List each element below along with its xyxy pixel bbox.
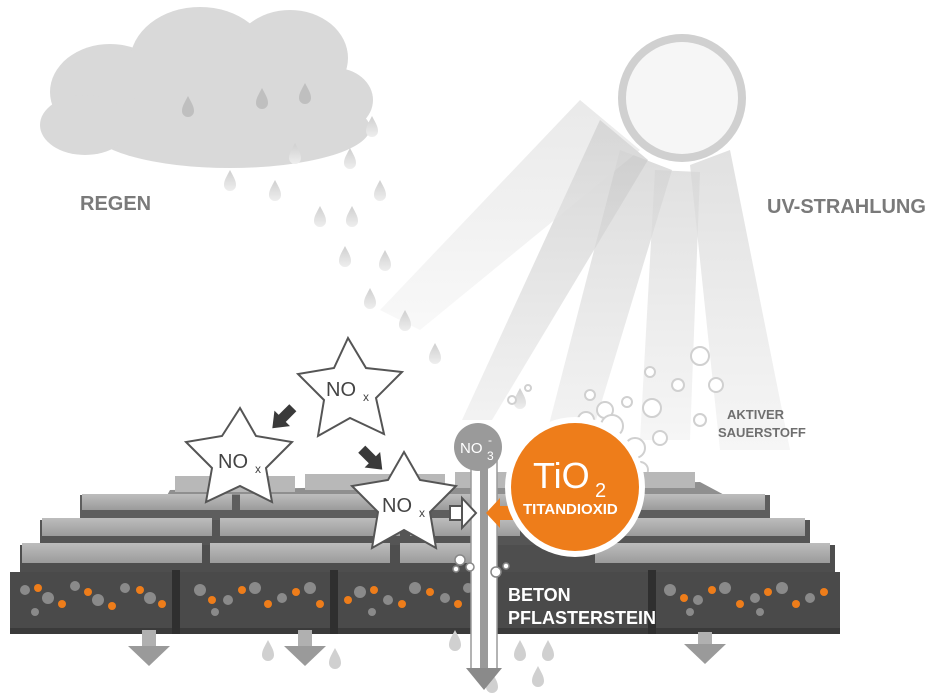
- raindrop-icon: [344, 148, 356, 169]
- raindrop-icon: [314, 206, 326, 227]
- raindrop-icon: [269, 180, 281, 201]
- no3-main: NO: [460, 440, 483, 457]
- arrow-icon: [284, 630, 326, 666]
- raindrop-icon: [364, 288, 376, 309]
- oxygen-label-line1: AKTIVER: [727, 407, 785, 422]
- reaction-arrows: [449, 495, 513, 531]
- nox-label-main: NO: [382, 495, 412, 517]
- arrow-icon: [449, 495, 478, 531]
- uv-rays: [380, 100, 790, 450]
- star-burst-icon: [183, 406, 295, 504]
- nitrate-path: [466, 454, 502, 690]
- concrete-label-line2: PFLASTERSTEIN: [508, 608, 656, 628]
- nox-star-2: NO x: [183, 406, 295, 504]
- nox-label-sub: x: [363, 390, 369, 404]
- tio2-catalyst: TiO 2 TITANDIOXID: [505, 417, 645, 557]
- raindrop-icon: [366, 116, 378, 137]
- arrow-icon: [128, 630, 170, 666]
- no3-sub: 3: [487, 449, 494, 463]
- no3-charge: -: [488, 433, 492, 447]
- concrete-label-line1: BETON: [508, 585, 571, 605]
- tio2-formula-main: TiO: [533, 455, 590, 496]
- aggregate-texture: [20, 581, 828, 616]
- nox-star-3: NO x: [349, 449, 459, 550]
- nox-label-main: NO: [218, 451, 248, 473]
- uv-label: UV-STRAHLUNG: [767, 196, 926, 218]
- tio2-formula-sub: 2: [595, 480, 606, 502]
- nox-label-sub: x: [419, 506, 425, 520]
- nox-motion-arrows: [272, 404, 383, 470]
- nox-label-main: NO: [326, 379, 356, 401]
- arrow-icon: [466, 668, 502, 690]
- raindrop-icon: [379, 250, 391, 271]
- nitrate-molecule: NO 3 -: [454, 423, 502, 471]
- tio2-name: TITANDIOXID: [523, 501, 618, 518]
- nox-label-sub: x: [255, 462, 261, 476]
- drainage-arrows: [128, 630, 726, 666]
- arrow-icon: [684, 632, 726, 664]
- arrow-icon: [358, 445, 383, 470]
- raindrop-icon: [346, 206, 358, 227]
- raindrop-icon: [429, 343, 441, 364]
- molecule-clusters: [452, 554, 510, 578]
- cloud-icon: [40, 7, 373, 168]
- star-burst-icon: [349, 449, 459, 550]
- raindrop-icon: [224, 170, 236, 191]
- raindrop-icon: [374, 180, 386, 201]
- star-burst-icon: [295, 335, 405, 438]
- rain-label: REGEN: [80, 193, 151, 215]
- nox-star-1: NO x: [295, 335, 405, 438]
- sun-icon: [618, 34, 746, 162]
- raindrop-icon: [339, 246, 351, 267]
- arrow-icon: [272, 404, 297, 429]
- oxygen-label-line2: SAUERSTOFF: [718, 425, 806, 440]
